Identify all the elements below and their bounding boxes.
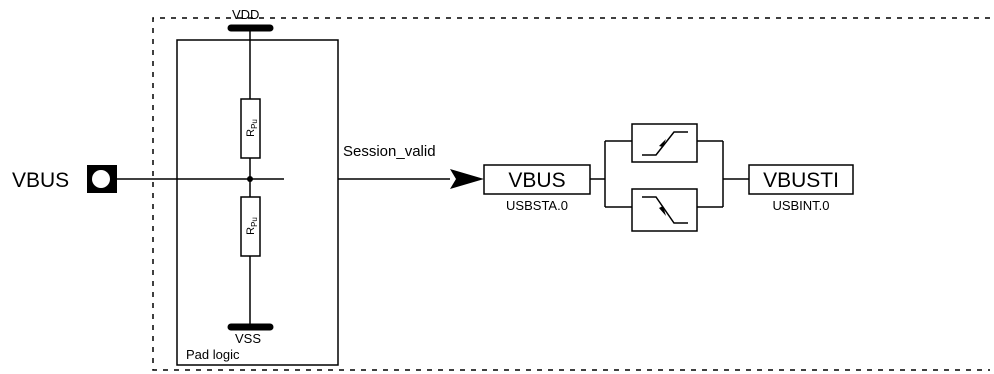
vbus-register-label: VBUS <box>508 169 565 192</box>
vbusti-register-label: VBUSTI <box>763 169 839 192</box>
svg-text:RPu: RPu <box>245 119 259 137</box>
rising-edge-arrowhead <box>659 139 666 147</box>
pad-logic-label: Pad logic <box>186 347 240 362</box>
resistor-bottom-subscript: Pu <box>250 217 259 227</box>
pull-down-resistor-bottom-label: RPu <box>245 217 259 235</box>
junction-dot <box>247 176 253 182</box>
vbusti-register-box <box>748 164 854 195</box>
vbus-register-address: USBSTA.0 <box>506 198 568 213</box>
falling-edge-icon <box>642 196 688 224</box>
session-valid-label: Session_valid <box>343 143 436 160</box>
pull-up-resistor-top <box>240 98 261 159</box>
svg-text:RPu: RPu <box>245 217 259 235</box>
session-valid-arrow <box>450 169 484 189</box>
vss-label: VSS <box>235 331 261 346</box>
falling-edge-arrowhead <box>659 206 666 216</box>
pull-down-resistor-bottom <box>240 196 261 257</box>
resistor-top-subscript: Pu <box>250 119 259 129</box>
rising-edge-icon <box>642 131 688 156</box>
vbus-pin-hole <box>92 170 110 188</box>
module-boundary <box>152 17 990 371</box>
pull-up-resistor-top-label: RPu <box>245 119 259 137</box>
vdd-label: VDD <box>232 7 259 22</box>
resistor-top-symbol: R <box>245 129 257 137</box>
resistor-bottom-symbol: R <box>245 227 257 235</box>
vbus-register-box <box>483 164 591 195</box>
vbus-pin-label: VBUS <box>12 169 69 192</box>
vbusti-register-address: USBINT.0 <box>772 198 829 213</box>
